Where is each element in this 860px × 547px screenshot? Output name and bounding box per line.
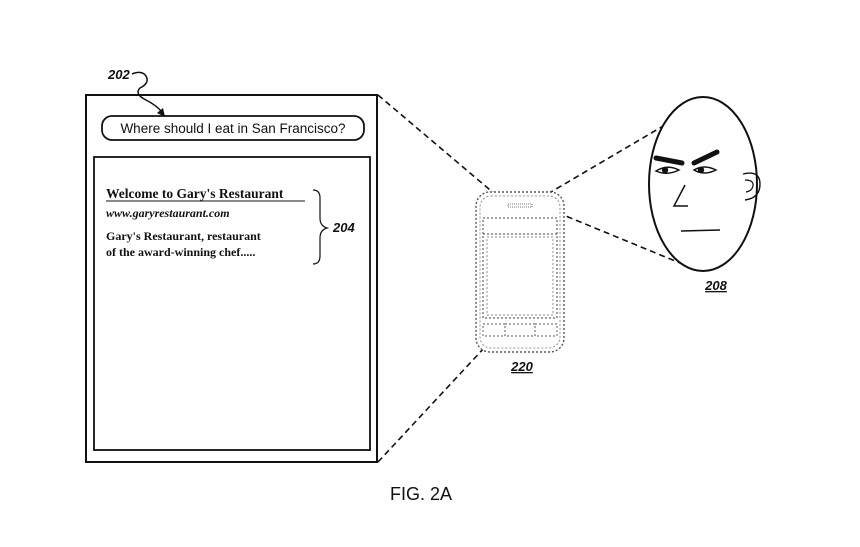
ear-icon xyxy=(742,172,761,201)
result-url[interactable]: www.garyrestaurant.com xyxy=(106,206,230,220)
right-eye-icon xyxy=(692,166,718,174)
result-title[interactable]: Welcome to Gary's Restaurant xyxy=(106,186,284,201)
figure-caption: FIG. 2A xyxy=(390,484,452,504)
ear-inner xyxy=(744,179,754,193)
mobile-device xyxy=(475,191,565,353)
results-panel xyxy=(93,156,371,451)
device-ref-label: 220 xyxy=(510,359,533,374)
query-bubble[interactable] xyxy=(101,115,365,141)
left-pupil xyxy=(661,166,669,174)
right-pupil xyxy=(697,166,705,174)
display-ref-arrowhead xyxy=(157,108,165,117)
results-ref-label: 204 xyxy=(332,220,355,235)
result-snippet-line1: Gary's Restaurant, restaurant xyxy=(106,229,261,243)
right-eyebrow xyxy=(691,149,720,166)
nose xyxy=(672,184,688,207)
display-ref-label: 202 xyxy=(107,67,130,82)
enlarged-display: Where should I eat in San Francisco? Wel… xyxy=(85,94,378,463)
user-face xyxy=(648,96,761,272)
query-text: Where should I eat in San Francisco? xyxy=(120,121,345,136)
device-screen xyxy=(482,217,558,319)
results-brace xyxy=(312,189,330,265)
device-inner-body xyxy=(479,195,561,349)
face-ref-label: 208 xyxy=(704,278,727,293)
device-screen-panel xyxy=(486,236,554,316)
gaze-line-upper xyxy=(538,121,671,200)
left-eyebrow xyxy=(653,155,685,166)
device-button-right[interactable] xyxy=(534,323,558,337)
device-speaker xyxy=(507,203,533,208)
face-outline xyxy=(648,96,758,272)
result-snippet-line2: of the award-winning chef..... xyxy=(106,245,255,259)
display-ref-arrow xyxy=(131,71,163,113)
mouth xyxy=(680,229,721,232)
